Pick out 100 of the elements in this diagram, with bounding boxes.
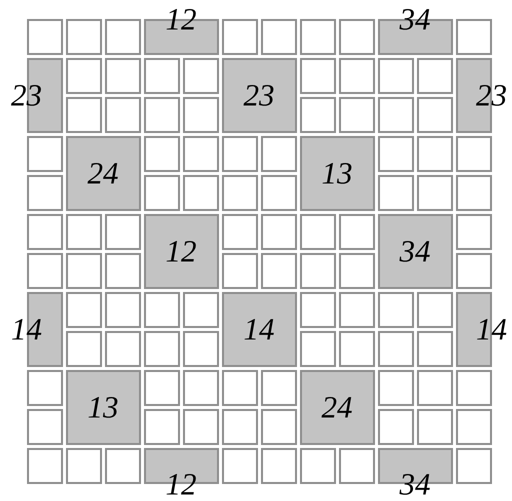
grid-square — [222, 136, 258, 172]
grid-square — [144, 292, 180, 328]
grid-square — [416, 136, 452, 172]
grid-square — [300, 214, 336, 250]
grid-square — [416, 174, 452, 210]
grid-square — [66, 18, 102, 54]
tile-number: 13 — [322, 158, 352, 188]
grid-square — [182, 370, 218, 406]
grid-square — [260, 448, 296, 484]
tile-number: 12 — [166, 3, 196, 34]
grid-square — [456, 408, 492, 444]
grid-square — [144, 96, 180, 132]
grid-square — [378, 174, 414, 210]
grid-square — [260, 252, 296, 288]
shaded-tile — [66, 370, 140, 444]
grid-square — [66, 292, 102, 328]
grid-square — [378, 136, 414, 172]
grid-square — [144, 136, 180, 172]
grid-square — [300, 330, 336, 366]
grid-square — [300, 96, 336, 132]
grid-square — [66, 214, 102, 250]
grid-square — [338, 330, 374, 366]
grid-square — [378, 330, 414, 366]
grid-square — [182, 408, 218, 444]
grid-square — [456, 136, 492, 172]
shaded-tile — [66, 136, 140, 210]
grid-square — [66, 448, 102, 484]
grid-square — [378, 58, 414, 94]
grid-square — [104, 58, 140, 94]
grid-square — [182, 174, 218, 210]
grid-square — [66, 330, 102, 366]
tile-number: 23 — [11, 80, 42, 110]
grid-square — [260, 370, 296, 406]
tile-number: 24 — [322, 392, 352, 422]
grid-square — [456, 214, 492, 250]
grid-square — [222, 370, 258, 406]
tile-number: 14 — [476, 314, 507, 344]
shaded-tile — [300, 370, 374, 444]
tile-number: 34 — [400, 468, 430, 499]
grid-square — [26, 18, 62, 54]
grid-square — [144, 330, 180, 366]
grid-square — [104, 96, 140, 132]
grid-square — [416, 370, 452, 406]
grid-square — [26, 408, 62, 444]
grid-square — [182, 330, 218, 366]
grid-square — [66, 252, 102, 288]
shaded-tile — [222, 292, 296, 366]
grid-square — [26, 252, 62, 288]
grid-square — [260, 408, 296, 444]
grid-square — [456, 448, 492, 484]
grid-square — [416, 408, 452, 444]
grid-square — [456, 174, 492, 210]
grid-square — [222, 448, 258, 484]
grid-square — [456, 252, 492, 288]
grid-square — [260, 136, 296, 172]
grid-square — [182, 58, 218, 94]
grid-square — [66, 96, 102, 132]
grid-square — [378, 96, 414, 132]
grid-square — [104, 252, 140, 288]
grid-square — [378, 408, 414, 444]
grid-square — [300, 292, 336, 328]
grid-square — [26, 174, 62, 210]
grid-square — [104, 330, 140, 366]
grid-square — [104, 448, 140, 484]
tile-number: 13 — [88, 392, 118, 422]
tile-number: 34 — [400, 236, 430, 266]
grid-square — [104, 292, 140, 328]
grid-square — [26, 214, 62, 250]
grid-square — [300, 448, 336, 484]
grid-square — [260, 174, 296, 210]
grid-square — [222, 214, 258, 250]
shaded-tile — [300, 136, 374, 210]
grid-square — [222, 18, 258, 54]
grid-square — [338, 292, 374, 328]
grid-square — [26, 448, 62, 484]
grid-square — [416, 96, 452, 132]
grid-square — [300, 18, 336, 54]
grid-square — [104, 214, 140, 250]
grid-square — [26, 136, 62, 172]
grid-square — [338, 448, 374, 484]
tile-number: 14 — [244, 314, 274, 344]
grid-square — [144, 58, 180, 94]
grid-square — [182, 96, 218, 132]
tile-number: 34 — [400, 3, 430, 34]
grid-square — [416, 292, 452, 328]
grid-square — [144, 174, 180, 210]
grid-square — [182, 292, 218, 328]
grid-square — [300, 252, 336, 288]
grid-square — [222, 252, 258, 288]
grid-square — [144, 370, 180, 406]
grid-square — [222, 174, 258, 210]
grid-square — [300, 58, 336, 94]
tile-number: 12 — [166, 468, 196, 499]
grid-square — [416, 330, 452, 366]
grid-square — [456, 370, 492, 406]
tile-number: 12 — [166, 236, 196, 266]
grid-square — [378, 370, 414, 406]
grid-square — [260, 18, 296, 54]
shaded-tile — [144, 214, 218, 288]
grid-square — [338, 96, 374, 132]
